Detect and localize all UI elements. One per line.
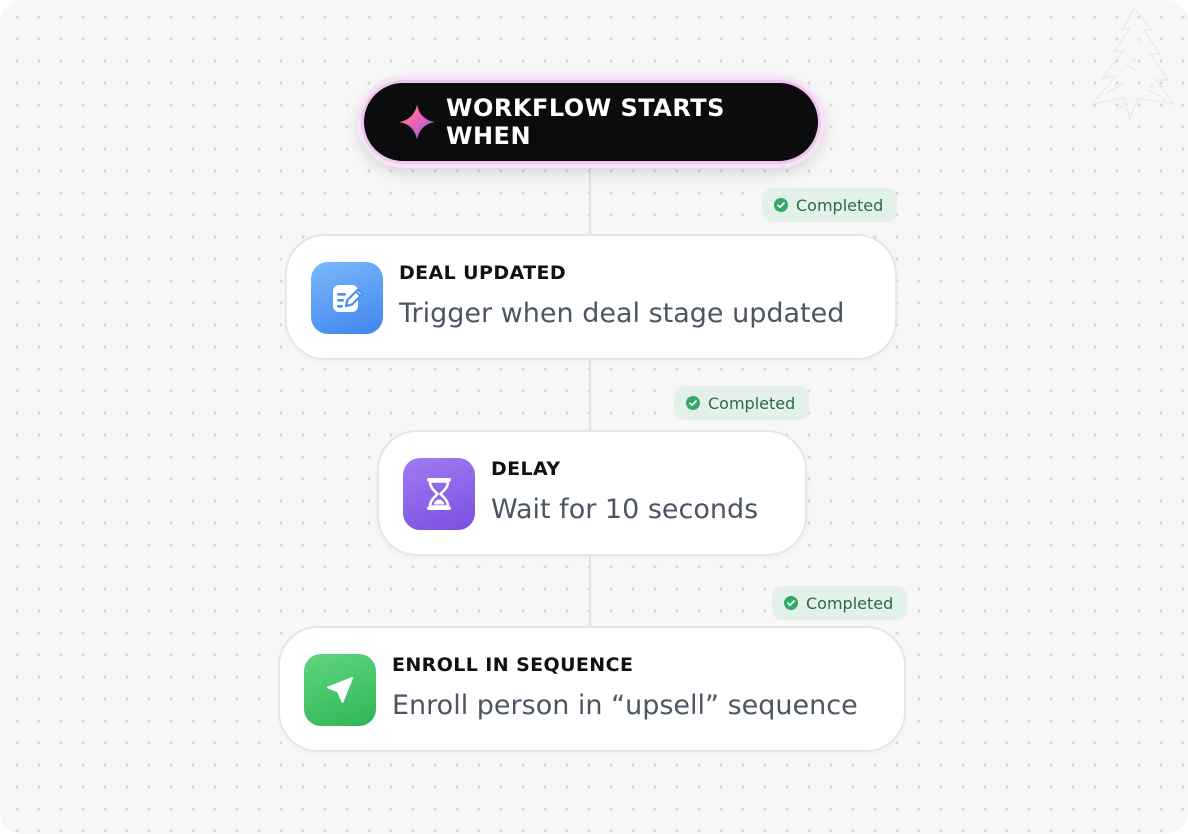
status-label: Completed	[796, 195, 884, 215]
connector-line	[589, 556, 591, 628]
step-card-delay[interactable]: DELAY Wait for 10 seconds	[377, 430, 807, 556]
decorative-sketch	[1090, 6, 1176, 121]
sparkle-icon	[396, 101, 438, 143]
connector-line	[589, 164, 591, 236]
status-badge: Completed	[762, 188, 898, 222]
step-title: DEAL UPDATED	[399, 262, 567, 284]
status-label: Completed	[806, 593, 894, 613]
status-badge: Completed	[674, 386, 810, 420]
workflow-start-label: WORKFLOW STARTS WHEN	[446, 94, 725, 150]
check-circle-icon	[774, 198, 788, 212]
step-title: ENROLL IN SEQUENCE	[392, 654, 634, 676]
step-card-enroll-in-sequence[interactable]: ENROLL IN SEQUENCE Enroll person in “ups…	[278, 626, 906, 752]
send-arrow-icon	[304, 654, 376, 726]
step-description: Wait for 10 seconds	[491, 494, 759, 525]
hourglass-icon	[403, 458, 475, 530]
step-description: Enroll person in “upsell” sequence	[392, 690, 858, 721]
check-circle-icon	[784, 596, 798, 610]
step-title: DELAY	[491, 458, 561, 480]
connector-line	[589, 360, 591, 432]
step-description: Trigger when deal stage updated	[399, 298, 845, 329]
step-card-deal-updated[interactable]: DEAL UPDATED Trigger when deal stage upd…	[285, 234, 897, 360]
check-circle-icon	[686, 396, 700, 410]
status-badge: Completed	[772, 586, 908, 620]
status-label: Completed	[708, 393, 796, 413]
edit-document-icon	[311, 262, 383, 334]
workflow-start-trigger[interactable]: WORKFLOW STARTS WHEN	[361, 80, 821, 164]
